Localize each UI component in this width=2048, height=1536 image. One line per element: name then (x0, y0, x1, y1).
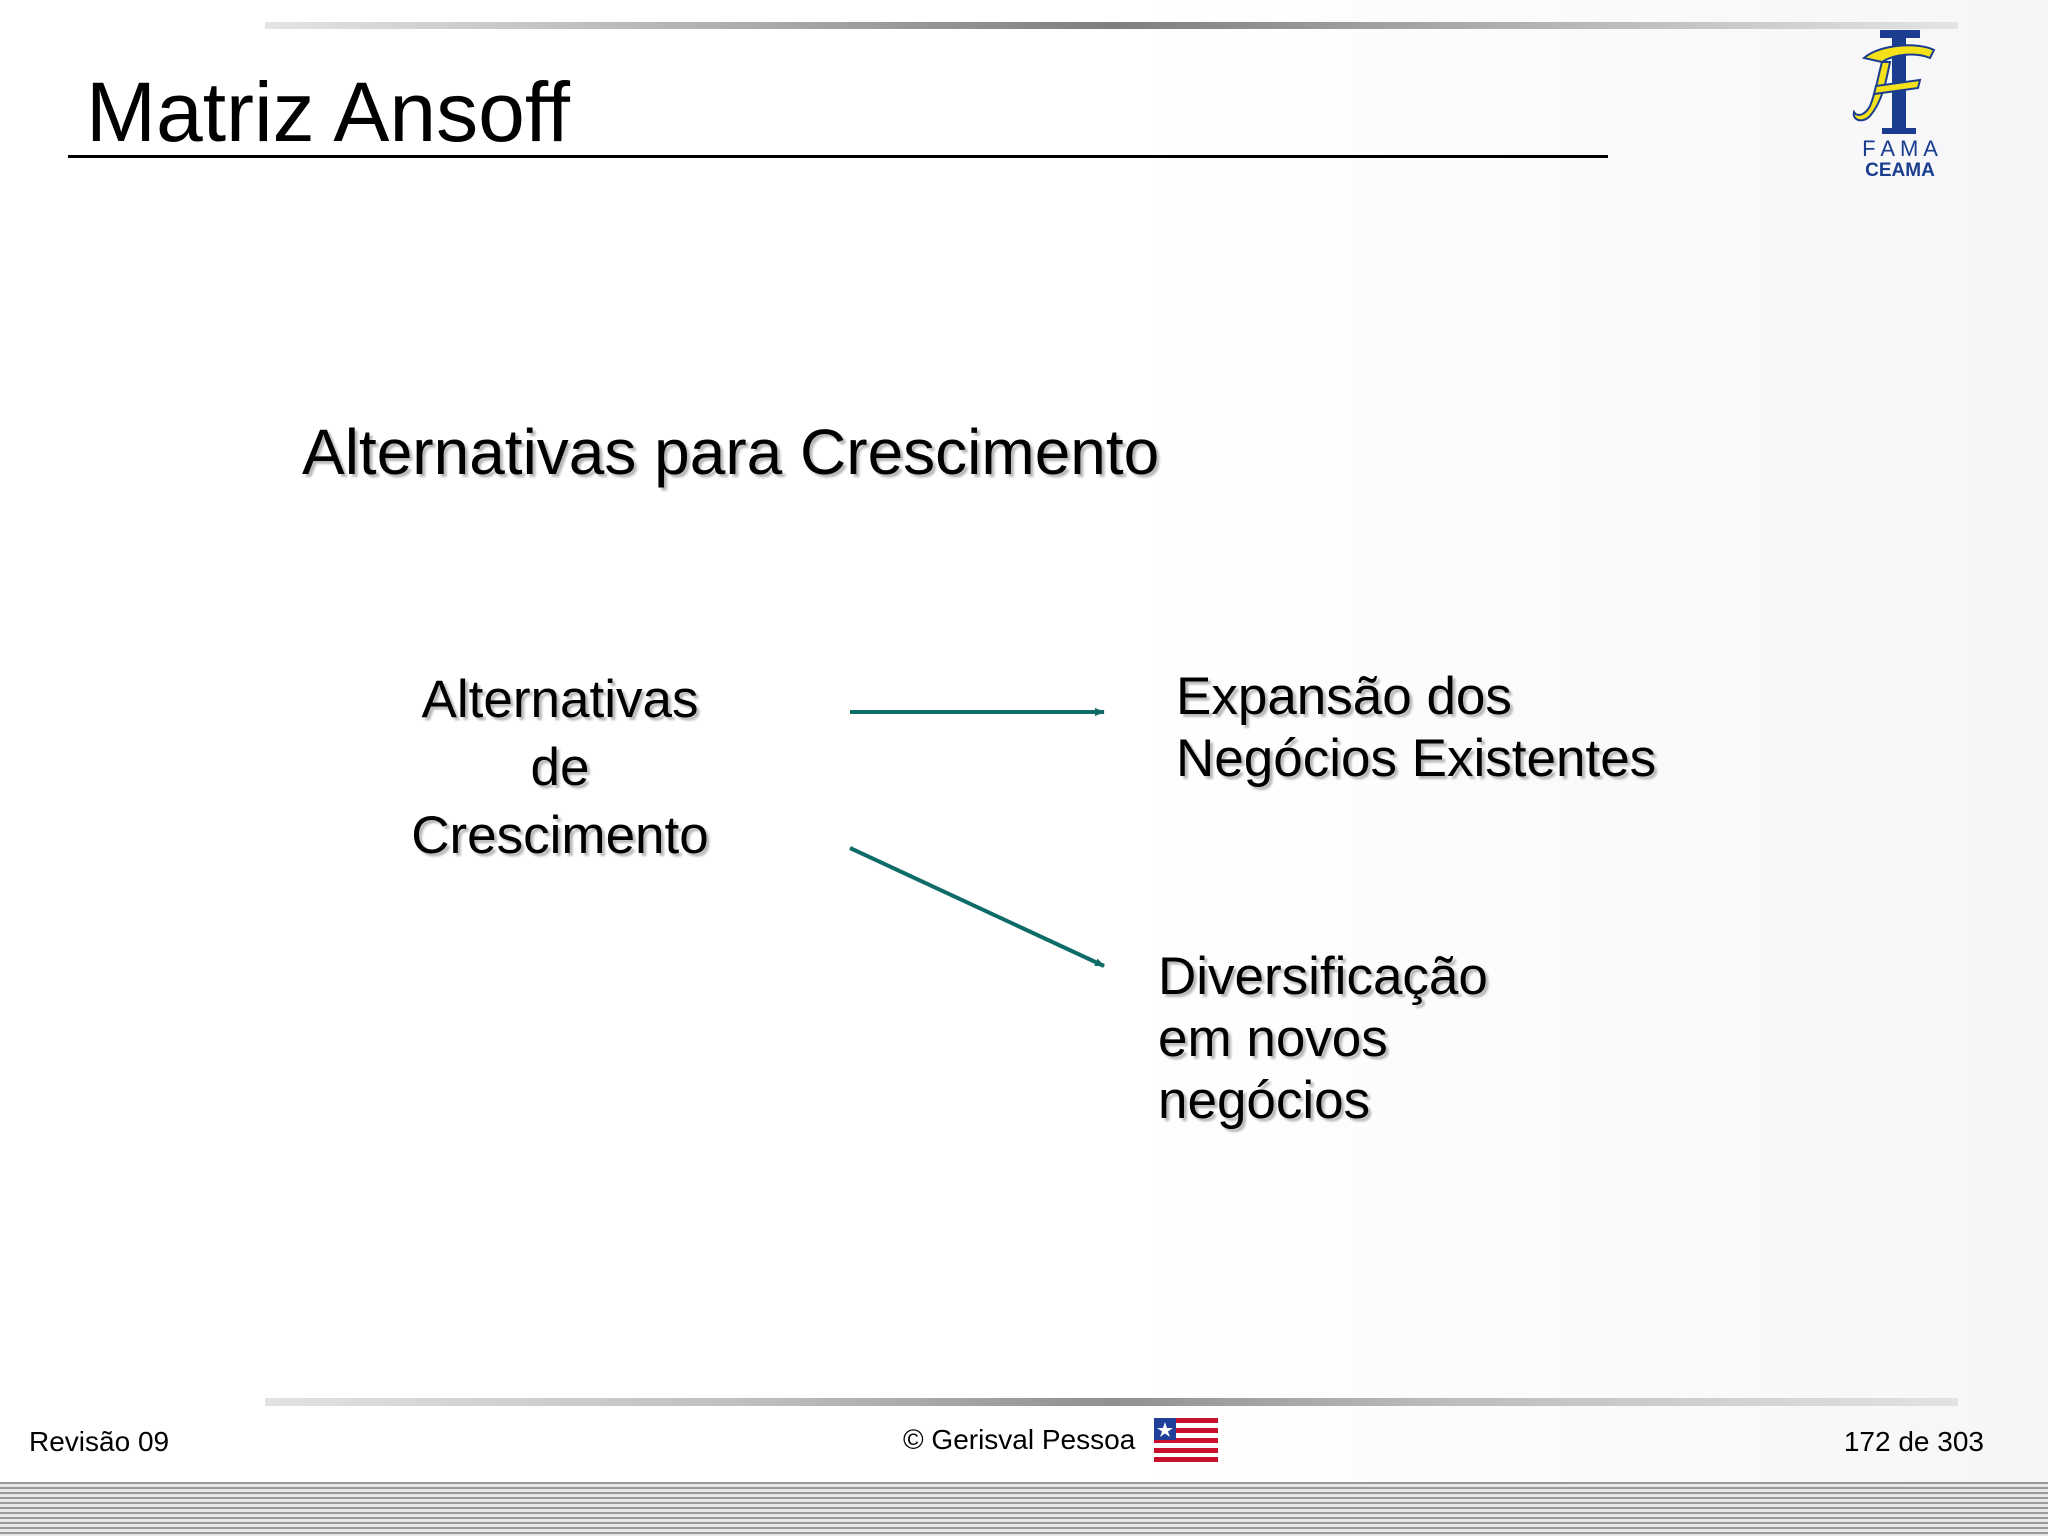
maranhao-flag-icon (1154, 1418, 1218, 1462)
logo-column-capital (1880, 30, 1920, 38)
logo-f-bar (1872, 78, 1922, 96)
node-label-line: Expansão dos (1176, 667, 1512, 726)
diagram-heading: Alternativas para Crescimento (302, 416, 1160, 488)
logo-column-base (1882, 128, 1916, 134)
title-underline (68, 155, 1608, 158)
top-divider (265, 22, 1958, 29)
bottom-stripe-band (0, 1482, 2048, 1536)
footer-page-number: 172 de 303 (1843, 1426, 1984, 1457)
node-label-line: Alternativas (421, 670, 699, 729)
footer-revision: Revisão 09 (29, 1426, 170, 1457)
fama-ceama-logo: F A M A CEAMA (1852, 30, 1938, 180)
node-growth-alternatives: Alternativas de Crescimento (390, 666, 730, 870)
node-label-line: Diversificação (1158, 947, 1488, 1006)
node-label-line: Crescimento (411, 806, 709, 865)
logo-f-top (1861, 44, 1936, 64)
node-existing-business-expansion: Expansão dos Negócios Existentes (1176, 666, 1656, 790)
footer-copyright: © Gerisval Pessoa (903, 1424, 1136, 1455)
slide-title: Matriz Ansoff (86, 65, 570, 159)
node-label-line: de (530, 738, 590, 797)
node-label-line: negócios (1158, 1071, 1371, 1130)
logo-text-fama: F A M A (1862, 136, 1938, 161)
node-label-line: Negócios Existentes (1176, 729, 1657, 788)
bottom-divider (265, 1398, 1958, 1406)
logo-text-ceama: CEAMA (1865, 160, 1935, 180)
node-diversification: Diversificação em novos negócios (1158, 946, 1488, 1132)
arrow-to-diversification (849, 846, 1105, 968)
node-label-line: em novos (1158, 1009, 1388, 1068)
